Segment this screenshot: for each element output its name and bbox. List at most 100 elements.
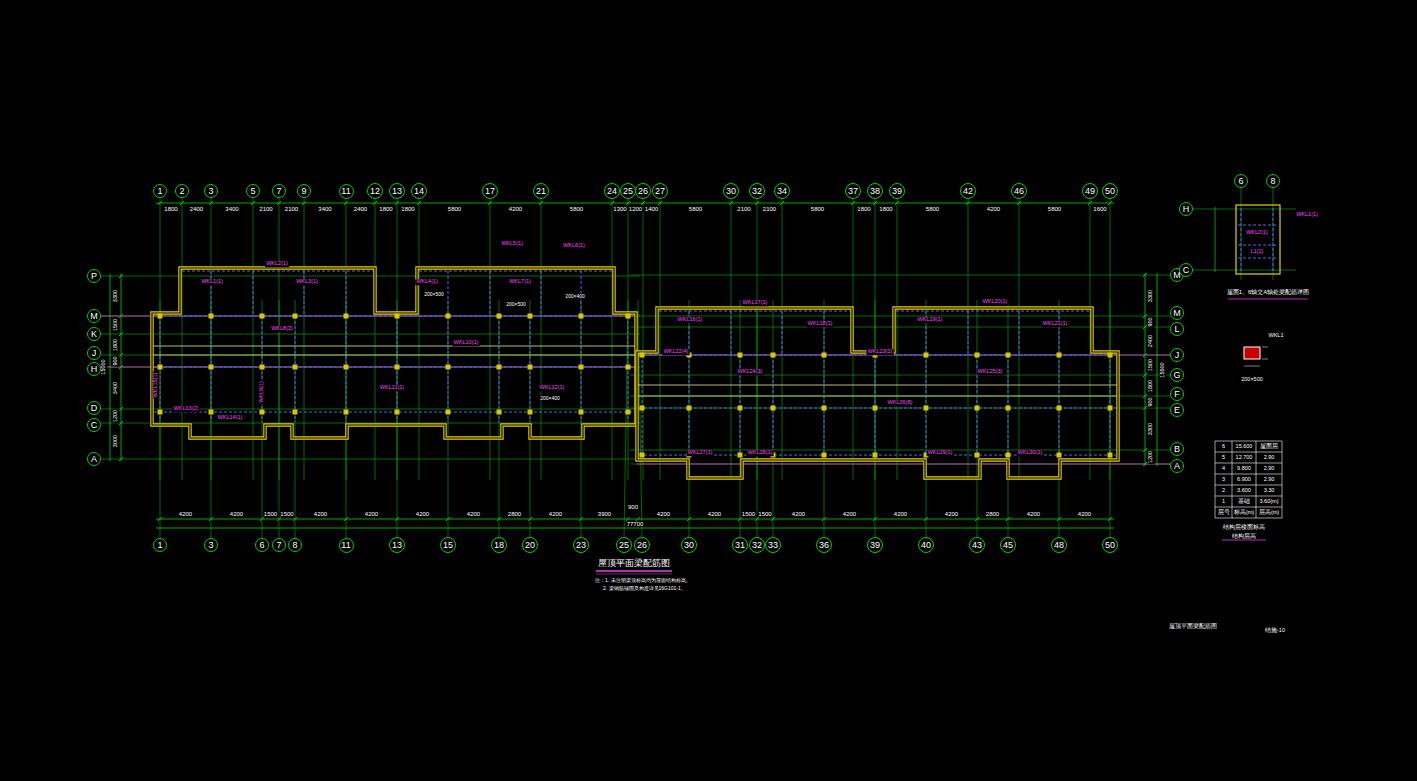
dimension-text: 4200 xyxy=(313,511,328,517)
dimension-text: 4200 xyxy=(1026,511,1041,517)
sheet-number: 结施-10 xyxy=(1264,628,1286,634)
dimension-text: 4200 xyxy=(791,511,806,517)
axis-bubble: 3 xyxy=(204,538,218,552)
column-mark xyxy=(260,365,265,370)
grid-line xyxy=(875,300,876,538)
axis-number: 17 xyxy=(485,187,495,196)
axis-bubble: M xyxy=(1170,306,1184,320)
axis-number: 2 xyxy=(179,187,184,196)
column-mark xyxy=(209,410,214,415)
grid-line xyxy=(630,396,1170,397)
column-mark xyxy=(395,314,400,319)
column-mark xyxy=(579,365,584,370)
beam-line xyxy=(211,271,212,316)
axis-number: 3 xyxy=(208,541,213,550)
column-mark xyxy=(497,314,502,319)
caption-underline xyxy=(1222,540,1266,541)
axis-bubble: 9 xyxy=(297,184,311,198)
dimension-text: 3000 xyxy=(113,434,119,448)
axis-bubble: 11 xyxy=(339,538,354,553)
column-mark xyxy=(158,410,163,415)
dimension-tick xyxy=(260,517,264,521)
dimension-tick xyxy=(539,201,543,205)
dimension-line xyxy=(1145,273,1146,466)
grid-line xyxy=(279,300,280,538)
grid-line xyxy=(448,300,449,538)
table-line xyxy=(1256,441,1257,518)
dimension-tick xyxy=(1143,373,1147,377)
dimension-tick xyxy=(251,201,255,205)
grid-line xyxy=(1273,188,1274,280)
slab-line xyxy=(637,385,1118,386)
axis-bubble: 27 xyxy=(652,183,668,199)
dimension-tick xyxy=(641,201,645,205)
column-mark xyxy=(738,353,743,358)
grid-line xyxy=(630,408,1170,409)
axis-number: 5 xyxy=(250,187,255,196)
dimension-tick xyxy=(873,201,877,205)
note-text: 注：1. 未注明梁顶标高均为屋面结构标高。 xyxy=(594,578,692,583)
dimension-tick xyxy=(1143,273,1147,277)
grid-line xyxy=(630,355,1170,356)
grid-line xyxy=(397,300,398,538)
column-mark xyxy=(687,406,692,411)
grid-line xyxy=(182,198,183,480)
beam-label: WKL17(1) xyxy=(742,300,769,306)
axis-bubble: 8 xyxy=(1266,174,1280,188)
dimension-text: 1500 xyxy=(741,511,756,517)
dimension-text: 2400 xyxy=(189,206,204,212)
dimension-tick xyxy=(1108,201,1112,205)
dimension-text: 3300 xyxy=(113,289,119,303)
axis-bubble: 30 xyxy=(723,183,739,199)
dimension-text: 1800 xyxy=(378,206,393,212)
dimension-tick xyxy=(528,517,532,521)
dimension-text: 1800 xyxy=(1148,378,1154,392)
axis-bubble: 5 xyxy=(246,184,260,198)
column-mark xyxy=(626,365,631,370)
table-cell: 2.90 xyxy=(1263,477,1276,483)
column-mark xyxy=(446,410,451,415)
caption-underline xyxy=(1228,299,1308,300)
axis-number: L xyxy=(1174,325,1179,334)
dimension-tick xyxy=(488,201,492,205)
table-cell: 标高(m) xyxy=(1233,510,1255,516)
dimension-text: 2400 xyxy=(1148,334,1154,348)
table-cell: 层高(m) xyxy=(1258,510,1280,516)
axis-number: M xyxy=(90,312,98,321)
column-mark xyxy=(579,314,584,319)
column-mark xyxy=(395,410,400,415)
table-line xyxy=(1215,474,1282,475)
table-line xyxy=(1215,496,1282,497)
beam-line xyxy=(154,412,634,413)
title-underline xyxy=(596,574,672,575)
table-cell: 屋面层 xyxy=(1259,444,1279,450)
grid-line xyxy=(499,300,500,538)
axis-number: 42 xyxy=(963,187,973,196)
beam-label: WKL5(1) xyxy=(500,241,524,247)
beam-label: WKL8(2) xyxy=(270,326,294,332)
column-mark xyxy=(1057,406,1062,411)
axis-number: 50 xyxy=(1105,541,1115,550)
axis-number: 25 xyxy=(619,541,629,550)
beam-line xyxy=(1238,225,1278,226)
dimension-text: 1600 xyxy=(1092,206,1107,212)
table-line xyxy=(1282,441,1283,518)
grid-line xyxy=(1019,198,1020,480)
column-mark xyxy=(158,314,163,319)
grid-line xyxy=(630,375,1170,376)
dimension-text: 900 xyxy=(1148,316,1154,327)
column-mark xyxy=(1006,353,1011,358)
column-mark xyxy=(344,410,349,415)
beam-line xyxy=(304,271,305,316)
column-mark xyxy=(158,365,163,370)
slab-line xyxy=(637,396,1118,397)
column-mark xyxy=(528,365,533,370)
beam-label: WKL13(2) xyxy=(173,406,200,412)
column-mark xyxy=(640,453,645,458)
axis-number: 6 xyxy=(259,541,264,550)
dimension-text: 5800 xyxy=(688,206,703,212)
axis-bubble: K xyxy=(87,327,101,341)
axis-number: 37 xyxy=(848,187,858,196)
dimension-tick xyxy=(373,201,377,205)
dimension-text: 15000 xyxy=(101,358,107,375)
